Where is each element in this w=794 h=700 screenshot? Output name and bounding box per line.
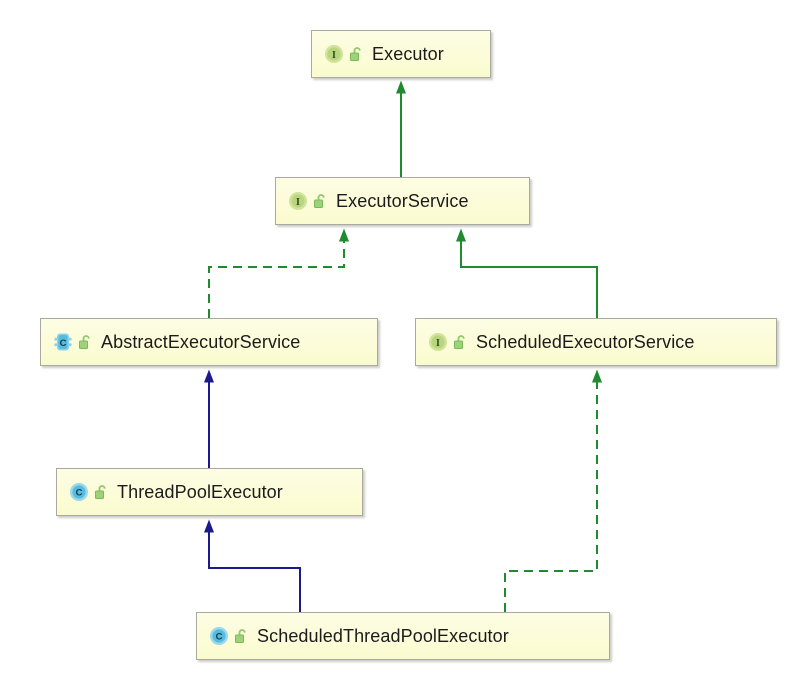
unlocked-padlock-icon bbox=[453, 334, 467, 350]
unlocked-padlock-icon bbox=[313, 193, 327, 209]
edge-scheduled-executor-service-to-executor-service bbox=[456, 228, 598, 318]
class-node-label: AbstractExecutorService bbox=[101, 332, 301, 352]
class-node-scheduled-thread-pool-executor[interactable]: C ScheduledThreadPoolExecutor bbox=[196, 612, 610, 660]
class-node-label: Executor bbox=[372, 44, 444, 64]
svg-text:C: C bbox=[216, 632, 223, 643]
interface-i-icon: I bbox=[324, 44, 344, 64]
unlocked-padlock-icon bbox=[94, 484, 108, 500]
class-node-label: ScheduledThreadPoolExecutor bbox=[257, 626, 509, 646]
class-node-executor[interactable]: I Executor bbox=[311, 30, 491, 78]
edge-scheduled-thread-pool-executor-to-scheduled-executor-service bbox=[504, 369, 602, 612]
class-c-icon: C bbox=[209, 626, 229, 646]
interface-i-icon: I bbox=[428, 332, 448, 352]
class-node-label: ScheduledExecutorService bbox=[476, 332, 695, 352]
class-node-label: ThreadPoolExecutor bbox=[117, 482, 283, 502]
class-node-scheduled-executor-service[interactable]: I ScheduledExecutorService bbox=[415, 318, 777, 366]
edge-abstract-executor-service-to-executor-service bbox=[208, 228, 349, 318]
interface-i-icon: I bbox=[288, 191, 308, 211]
svg-text:C: C bbox=[76, 488, 83, 499]
class-node-label: ExecutorService bbox=[336, 191, 469, 211]
unlocked-padlock-icon bbox=[78, 334, 92, 350]
unlocked-padlock-icon bbox=[349, 46, 363, 62]
edge-scheduled-thread-pool-executor-to-thread-pool-executor bbox=[204, 519, 301, 612]
svg-text:I: I bbox=[436, 338, 440, 349]
abstract-class-c-icon: C bbox=[53, 332, 73, 352]
svg-text:I: I bbox=[332, 50, 336, 61]
class-c-icon: C bbox=[69, 482, 89, 502]
svg-text:C: C bbox=[60, 338, 67, 349]
class-node-thread-pool-executor[interactable]: C ThreadPoolExecutor bbox=[56, 468, 363, 516]
class-node-executor-service[interactable]: I ExecutorService bbox=[275, 177, 530, 225]
svg-text:I: I bbox=[296, 197, 300, 208]
unlocked-padlock-icon bbox=[234, 628, 248, 644]
class-node-abstract-executor-service[interactable]: C AbstractExecutorService bbox=[40, 318, 378, 366]
